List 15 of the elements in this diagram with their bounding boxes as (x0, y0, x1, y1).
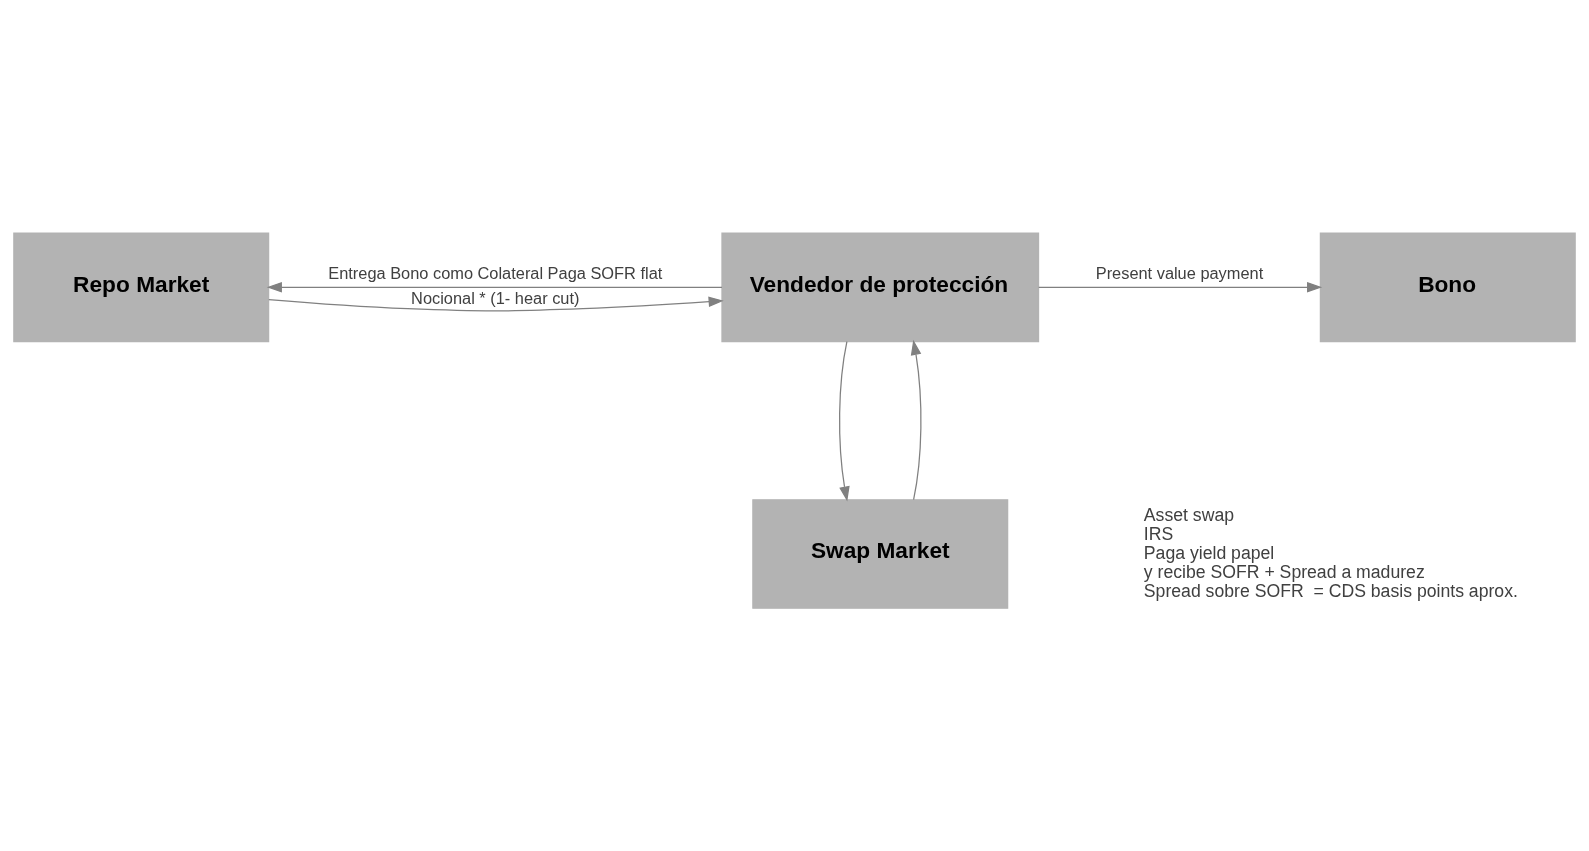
label: Paga yield papel (1143, 542, 1275, 563)
node-box: Swap Market (752, 498, 1009, 609)
arrow (1038, 281, 1323, 293)
arrow (268, 295, 724, 312)
node-box: Bono (1319, 231, 1576, 342)
arrow (839, 340, 850, 502)
edge-label: Entrega Bono como Colateral Paga SOFR flat (328, 263, 663, 282)
node-box: Repo Market (13, 231, 270, 342)
arrow (266, 281, 723, 293)
edge-label: Present value payment (1095, 263, 1264, 282)
edge-label: Nocional * (1- hear cut) (411, 288, 580, 307)
label: IRS (1143, 523, 1174, 544)
arrow (910, 339, 922, 500)
label: Asset swap (1143, 504, 1235, 525)
node-box: Vendedor de protección (721, 231, 1040, 342)
